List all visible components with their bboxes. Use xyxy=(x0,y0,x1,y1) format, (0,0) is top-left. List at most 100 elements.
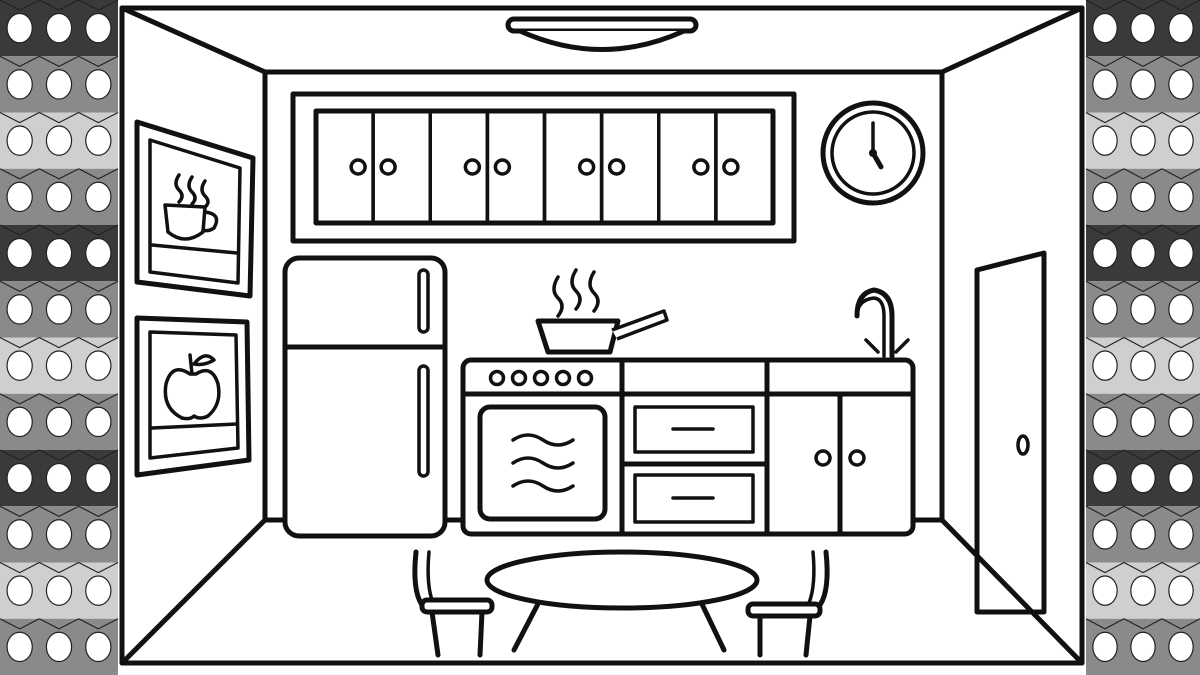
stove-knobs xyxy=(488,369,594,387)
crayon-row xyxy=(1085,280,1200,338)
wall-clock xyxy=(820,100,926,206)
crayon-tip xyxy=(45,237,73,269)
cabinet-knob xyxy=(577,158,596,176)
crayon-tip xyxy=(6,575,33,606)
crayon-tip xyxy=(1168,406,1194,438)
drawer-bottom xyxy=(633,473,755,524)
chair-left xyxy=(412,549,495,658)
crayon-tip xyxy=(1092,237,1118,269)
crayon-tip xyxy=(1130,631,1156,663)
crayon-tip xyxy=(45,519,73,550)
crayon-tip xyxy=(6,462,33,494)
crayon-tip xyxy=(1168,294,1194,325)
crayon-row xyxy=(0,0,119,57)
crayon-tip xyxy=(85,69,112,100)
stove-knob xyxy=(488,369,506,387)
crayon-tip xyxy=(85,575,112,606)
crayon-tip xyxy=(1168,519,1194,550)
ceiling-right-edge xyxy=(939,5,1085,75)
crayon-tip xyxy=(1168,69,1194,100)
crayon-tip xyxy=(6,181,33,213)
fridge-handle-top xyxy=(417,268,430,334)
crayon-tip xyxy=(85,631,112,663)
cabinet-knob xyxy=(379,158,397,176)
crayon-tip xyxy=(1130,519,1156,550)
crayon-tip xyxy=(45,462,73,494)
floor-left-edge xyxy=(119,517,268,666)
upper-cabinets xyxy=(290,91,797,244)
crayon-row xyxy=(1085,336,1200,394)
crayon-row xyxy=(1085,0,1200,57)
crayon-tip xyxy=(1092,125,1118,156)
ceiling-lamp xyxy=(505,16,699,52)
crayon-tip xyxy=(1092,69,1118,100)
frying-pan xyxy=(535,309,669,355)
crayon-row xyxy=(0,561,119,619)
apple-icon xyxy=(163,353,221,421)
crayon-row xyxy=(1085,561,1200,619)
crayon-row xyxy=(1085,55,1200,113)
crayon-row xyxy=(1085,111,1200,169)
crayon-row xyxy=(0,505,119,563)
cabinet-knob-left xyxy=(814,449,832,467)
crayon-tip xyxy=(1130,294,1156,325)
cabinet-knob xyxy=(493,158,512,176)
door xyxy=(974,250,1047,615)
crayon-tip xyxy=(85,519,112,550)
crayon-tip xyxy=(1092,631,1118,663)
crayon-tip xyxy=(85,350,112,381)
crayon-row xyxy=(0,168,119,225)
crayon-tip xyxy=(45,350,73,381)
cabinet-knob xyxy=(692,158,710,176)
crayon-tip xyxy=(85,125,112,156)
crayon-tip xyxy=(1168,12,1194,44)
crayon-row xyxy=(0,449,119,507)
crayon-tip xyxy=(1130,575,1156,606)
crayon-tip xyxy=(1168,575,1194,606)
crayon-tip xyxy=(6,69,33,100)
crayon-row xyxy=(0,393,119,450)
crayon-tip xyxy=(1168,462,1194,494)
crayon-tip xyxy=(45,69,73,100)
crayon-tip xyxy=(1168,125,1194,156)
crayon-tip xyxy=(45,406,73,438)
crayon-tip xyxy=(6,12,33,44)
drawer-top xyxy=(633,405,755,454)
cabinet-knob xyxy=(722,158,740,176)
crayon-row xyxy=(0,55,119,113)
crayon-tip xyxy=(1092,519,1118,550)
cabinet-knob xyxy=(463,158,482,176)
crayon-tip xyxy=(6,406,33,438)
stove-knob xyxy=(510,369,528,387)
left-crayon-border xyxy=(0,0,119,675)
right-crayon-border xyxy=(1085,0,1200,675)
crayon-tip xyxy=(6,294,33,325)
kitchen-counter xyxy=(460,357,916,537)
crayon-tip xyxy=(45,12,73,44)
cabinet-door xyxy=(714,109,775,225)
crayon-tip xyxy=(85,406,112,438)
crayon-tip xyxy=(1130,12,1156,44)
crayon-tip xyxy=(1092,294,1118,325)
crayon-tip xyxy=(6,350,33,381)
crayon-row xyxy=(0,224,119,282)
crayon-tip xyxy=(1092,181,1118,213)
crayon-row xyxy=(1085,505,1200,563)
picture-apple xyxy=(134,315,252,478)
dining-table xyxy=(484,549,760,653)
crayon-row xyxy=(0,618,119,675)
crayon-tip xyxy=(1130,125,1156,156)
crayon-tip xyxy=(45,631,73,663)
crayon-tip xyxy=(85,462,112,494)
crayon-tip xyxy=(1168,237,1194,269)
crayon-row xyxy=(1085,224,1200,282)
crayon-row xyxy=(1085,449,1200,507)
crayon-tip xyxy=(1092,406,1118,438)
crayon-tip xyxy=(6,125,33,156)
crayon-tip xyxy=(1092,12,1118,44)
crayon-tip xyxy=(6,519,33,550)
cabinet-knob-right xyxy=(848,449,866,467)
chair-right xyxy=(745,549,830,658)
crayon-tip xyxy=(45,181,73,213)
